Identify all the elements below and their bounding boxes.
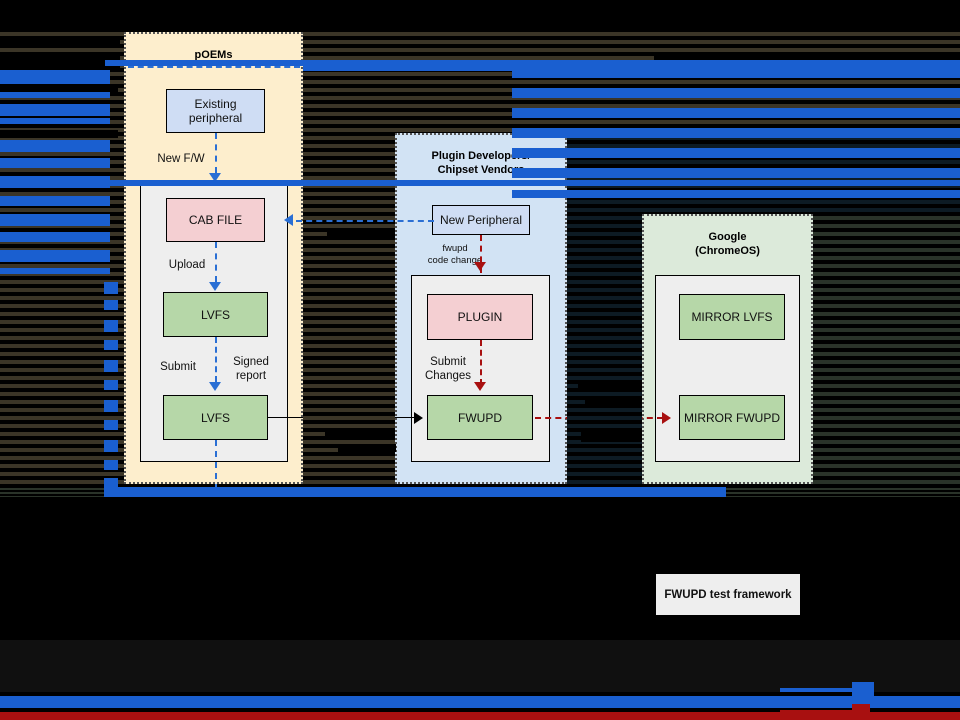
arrow-newperipheral-to-cab: [296, 220, 434, 222]
divider-poems-top: [128, 66, 300, 68]
arrowhead-lvfs-to-fwupd: [414, 412, 423, 424]
arrow-cab-to-lvfs: [215, 242, 217, 282]
arrowhead-cab-to-lvfs: [209, 282, 221, 291]
node-mirror-lvfs: MIRROR LVFS: [679, 294, 785, 340]
edge-label-signed-report-l2: report: [235, 370, 267, 382]
edge-label-upload-label: Upload: [168, 259, 206, 271]
edge-label-submit-changes-l2: Changes: [424, 370, 472, 382]
edge-label-fwupd-code-l1: fwupd: [442, 243, 468, 254]
arrow-lvfs-to-lvfs: [215, 337, 217, 382]
arrow-existing-to-cab: [215, 133, 217, 173]
arrow-plugin-to-fwupd: [480, 340, 482, 385]
node-lvfs-upload: LVFS: [163, 292, 268, 337]
arrowhead-fwupd-to-mirror-fwupd: [662, 412, 671, 424]
node-mirror-fwupd: MIRROR FWUPD: [679, 395, 785, 440]
arrow-lvfs-to-fwupd: [268, 417, 418, 418]
node-fwupd: FWUPD: [427, 395, 533, 440]
arrow-lvfs-down-out: [215, 440, 217, 490]
node-plugin: PLUGIN: [427, 294, 533, 340]
edge-label-submit-label: Submit: [160, 361, 196, 373]
node-cab-file: CAB FILE: [166, 198, 265, 242]
arrowhead-lvfs-to-lvfs: [209, 382, 221, 391]
edge-label-new-fw-label: New F/W: [157, 153, 205, 165]
edge-label-signed-report-l1: Signed: [233, 356, 269, 368]
edge-label-submit-changes-l1: Submit: [430, 356, 466, 368]
arrowhead-plugin-to-fwupd: [474, 382, 486, 391]
arrowhead-newperipheral-to-cab: [284, 214, 293, 226]
swimlane-title-poems: pOEMs: [194, 49, 233, 61]
node-new-peripheral: New Peripheral: [432, 205, 530, 235]
swimlane-title-plugins: Plugin Developers/Chipset Vendors: [431, 150, 531, 176]
arrow-fwupd-to-mirror-fwupd: [535, 417, 663, 419]
node-fwupd-test-framework: FWUPD test framework: [656, 574, 800, 615]
arrowhead-newperipheral-to-plugin: [474, 262, 486, 271]
arrowhead-existing-to-cab: [209, 173, 221, 182]
swimlane-title-google: Google(ChromeOS): [695, 231, 760, 257]
node-lvfs-signed: LVFS: [163, 395, 268, 440]
arrow-newperipheral-to-plugin: [480, 235, 482, 273]
edge-label-fwupd-code-l2: code change: [427, 255, 483, 266]
